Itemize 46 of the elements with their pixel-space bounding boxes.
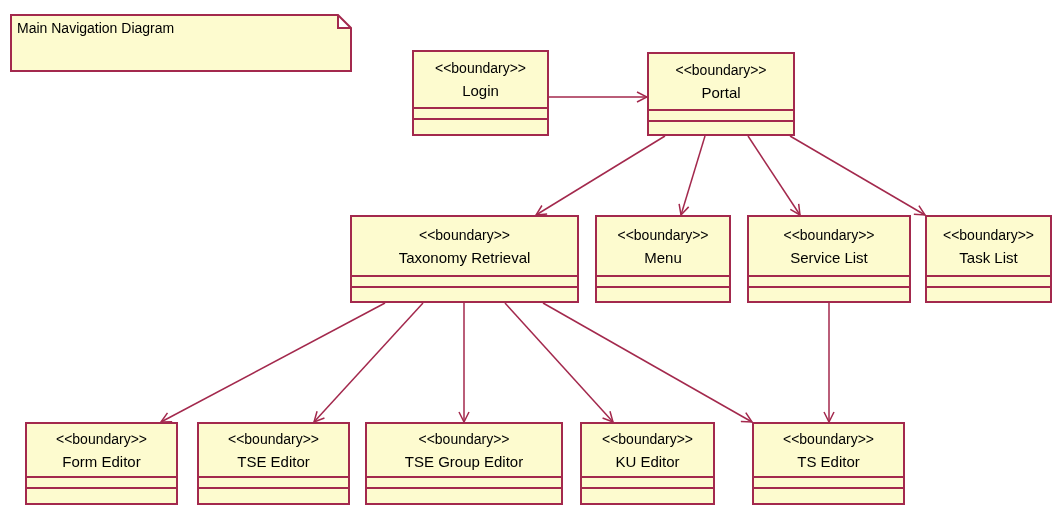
class-name: Service List (790, 248, 868, 266)
class-name: KU Editor (615, 452, 680, 470)
arrow (548, 91, 648, 103)
arrow (747, 135, 801, 216)
arrow (313, 302, 424, 423)
class-box (365, 422, 563, 505)
stereotype: <<boundary>> (675, 62, 767, 78)
uml-note (10, 14, 352, 72)
class-name: Login (462, 82, 499, 99)
class-box (350, 215, 579, 303)
arrow (458, 302, 470, 423)
class-box (747, 215, 911, 303)
class-name: Task List (959, 248, 1018, 266)
stereotype: <<boundary>> (434, 60, 527, 76)
stereotype: <<boundary>> (418, 226, 511, 243)
class-box (925, 215, 1052, 303)
stereotype: <<boundary>> (942, 226, 1035, 243)
class-box (580, 422, 715, 505)
arrow (823, 302, 835, 423)
stereotype: <<boundary>> (782, 430, 875, 447)
class-name: Menu (644, 248, 682, 266)
class-box (647, 52, 795, 136)
class-name: Portal (701, 84, 741, 101)
class-name: Taxonomy Retrieval (398, 248, 531, 266)
stereotype: <<boundary>> (617, 226, 709, 243)
class-name: TSE Group Editor (404, 452, 524, 470)
arrow (789, 135, 926, 216)
stereotype: <<boundary>> (418, 430, 510, 447)
arrow (504, 302, 614, 423)
stereotype: <<boundary>> (783, 226, 875, 243)
class-box (752, 422, 905, 505)
class-box (595, 215, 731, 303)
arrow (678, 135, 706, 216)
class-name: TSE Editor (237, 452, 310, 470)
arrow (535, 135, 666, 216)
class-box (412, 50, 549, 136)
class-box (25, 422, 178, 505)
arrow (542, 302, 753, 423)
stereotype: <<boundary>> (601, 430, 694, 447)
class-name: Form Editor (62, 452, 141, 470)
stereotype: <<boundary>> (55, 430, 148, 447)
note-title: Main Navigation Diagram (17, 20, 175, 36)
stereotype: <<boundary>> (227, 430, 320, 447)
arrow (160, 302, 386, 423)
class-box (197, 422, 350, 505)
class-name: TS Editor (797, 452, 860, 470)
